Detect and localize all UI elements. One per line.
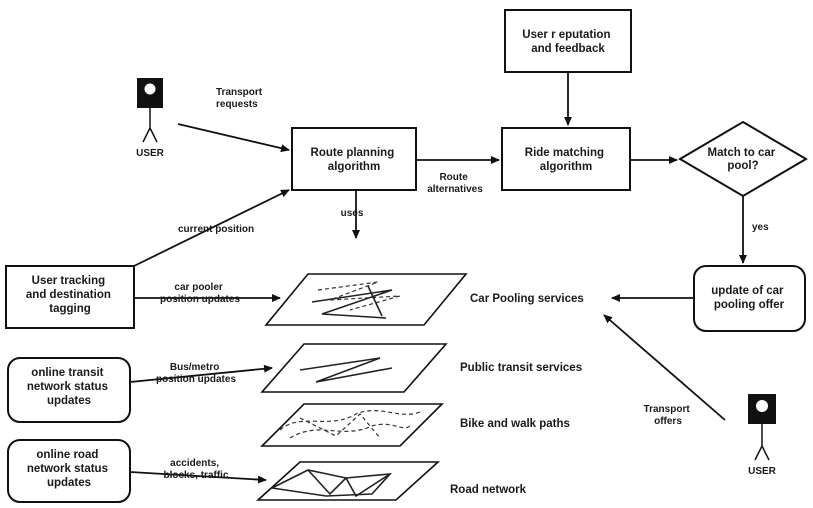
road-status-box: online road network status updates (7, 439, 131, 503)
bus-metro-updates-label: Bus/metro position updates (156, 362, 236, 385)
current-position-label: current position (178, 224, 254, 235)
car-pooling-layer (264, 273, 468, 326)
svg-text:User tracking and destin: User tracking and destination tagging (26, 275, 114, 315)
reputation-box: User r eputation and feedback (504, 9, 632, 73)
svg-text:Match to car pool?: Match to car pool? (708, 147, 779, 172)
car-pooling-label: Car Pooling services (470, 293, 584, 305)
svg-text:online transit network s: online transit network status updates (27, 367, 111, 407)
road-events-arrow (129, 471, 267, 484)
svg-text:Ride matching algorithm: Ride matching algorithm (525, 147, 607, 173)
transport-requests-arrow (177, 123, 290, 153)
user-right-actor: USER (748, 394, 777, 477)
transport-requests-label: Transport requests (216, 87, 265, 110)
user-tracking-box: User tracking and destination tagging (5, 265, 135, 329)
yes-label: yes (752, 222, 769, 233)
bike-walk-label: Bike and walk paths (460, 418, 570, 430)
route-alternatives-label: Route alternatives (427, 172, 483, 195)
bike-walk-layer (260, 403, 444, 447)
road-network-label: Road network (450, 484, 527, 496)
svg-text:User r eputation and fe: User r eputation and feedback (522, 29, 613, 55)
svg-text:Route planning algorithm: Route planning algorithm (311, 147, 398, 173)
svg-text:online road network stat: online road network status updates (27, 449, 111, 489)
transport-offers-label: Transport offers (644, 404, 693, 427)
user-left-actor: USER (136, 78, 165, 159)
car-pooler-updates-label: car pooler position updates (160, 282, 240, 305)
public-transit-label: Public transit services (460, 362, 582, 374)
transport-offers-arrow (603, 314, 726, 421)
user-right-label: USER (748, 466, 777, 477)
uses-label: uses (341, 208, 364, 219)
match-decision-diamond: Match to car pool? (678, 120, 808, 198)
ride-matching-box: Ride matching algorithm (501, 127, 631, 191)
road-events-label: accidents, blocks, traffic (163, 458, 228, 481)
route-planning-box: Route planning algorithm (291, 127, 417, 191)
svg-text:update of car pooling of: update of car pooling offer (711, 285, 786, 311)
road-network-layer (255, 461, 441, 501)
public-transit-layer (260, 343, 448, 393)
user-left-label: USER (136, 148, 165, 159)
bus-metro-updates-arrow (129, 364, 273, 383)
current-position-arrow (133, 189, 290, 267)
update-offer-box: update of car pooling offer (693, 265, 806, 332)
transit-status-box: online transit network status updates (7, 357, 131, 423)
